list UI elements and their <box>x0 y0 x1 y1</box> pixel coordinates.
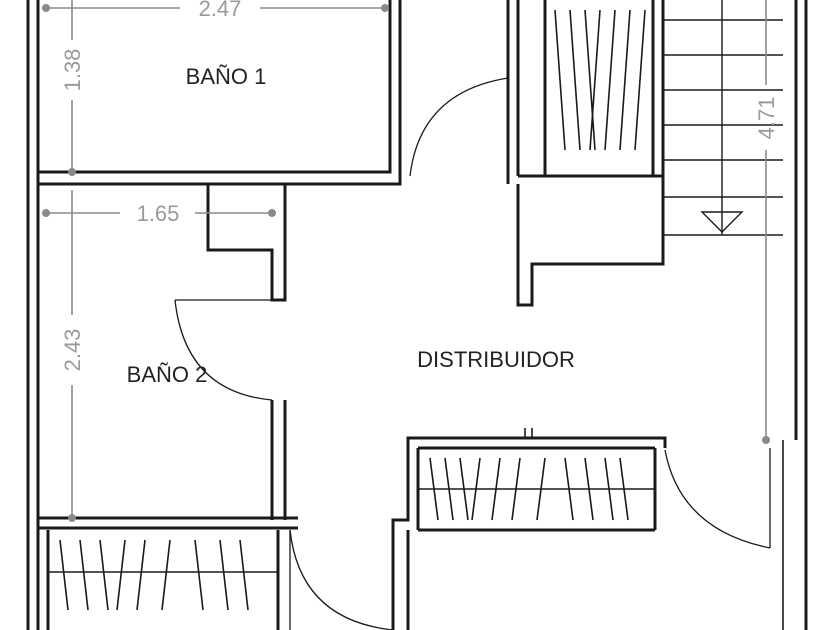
stair-arrow-icon <box>700 211 744 233</box>
lower-left-door-arc <box>289 529 394 630</box>
bano1-height-label: 1.38 <box>60 49 85 92</box>
dimension-lines <box>42 0 770 522</box>
bano2-height-label: 2.43 <box>60 329 85 372</box>
room-label-bano2: BAÑO 2 <box>127 362 208 387</box>
room-label-distribuidor: DISTRIBUIDOR <box>417 347 575 372</box>
closet-hatch-top <box>554 9 646 151</box>
closet-walls <box>506 0 665 307</box>
bano2-width-label: 1.65 <box>137 201 180 226</box>
stair <box>662 0 783 236</box>
closet-hatch-lower-right <box>418 457 655 521</box>
bano1-door-arc <box>409 77 509 177</box>
stair-length-label: 4.71 <box>754 97 779 140</box>
right-door-arc <box>664 449 771 549</box>
bano1-walls <box>38 0 402 186</box>
closet-hatch-lower-left <box>48 539 278 611</box>
outer-walls <box>26 0 808 630</box>
bano2-walls <box>38 182 400 530</box>
bano1-width-label: 2.47 <box>199 0 242 21</box>
doors <box>174 77 771 630</box>
bano2-door-arc <box>174 299 273 401</box>
room-label-bano1: BAÑO 1 <box>186 64 267 89</box>
